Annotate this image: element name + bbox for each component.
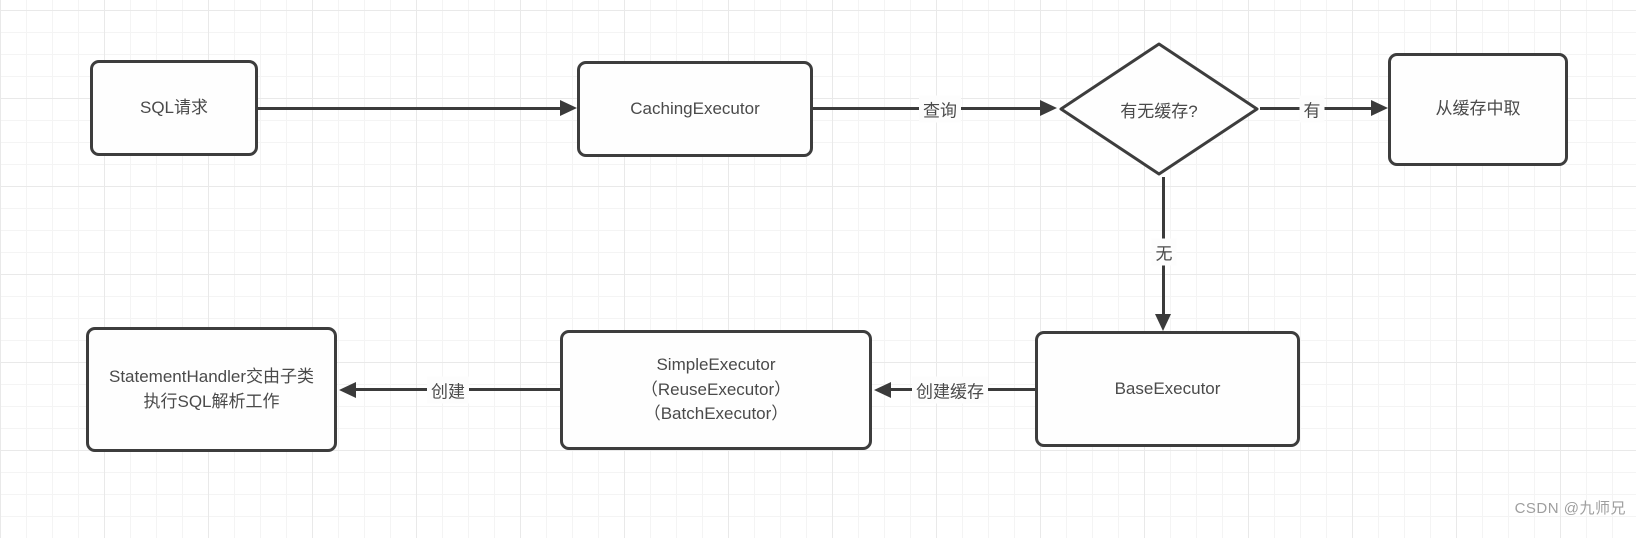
- arrowhead-left-icon: [339, 382, 356, 398]
- edge-sqlrequest-to-cachingexecutor: [258, 107, 561, 110]
- node-sql-request: SQL请求: [90, 60, 258, 156]
- decision-diamond: [1059, 42, 1259, 176]
- edge-label-create: 创建: [427, 376, 469, 404]
- arrowhead-left-icon: [874, 382, 891, 398]
- node-simple-executor: SimpleExecutor （ReuseExecutor） （BatchExe…: [560, 330, 872, 450]
- simple-executor-line1: SimpleExecutor: [656, 355, 776, 375]
- node-statement-handler: StatementHandler交由子类执行SQL解析工作: [86, 327, 337, 452]
- arrowhead-right-icon: [560, 100, 577, 116]
- edge-label-query: 查询: [919, 95, 961, 123]
- arrowhead-right-icon: [1371, 100, 1388, 116]
- node-base-executor: BaseExecutor: [1035, 331, 1300, 447]
- simple-executor-line3: （BatchExecutor）: [643, 404, 789, 424]
- simple-executor-line2: （ReuseExecutor）: [640, 379, 792, 399]
- edge-label-yes: 有: [1299, 95, 1325, 123]
- node-from-cache: 从缓存中取: [1388, 53, 1568, 166]
- arrowhead-right-icon: [1040, 100, 1057, 116]
- decision-diamond-label: 有无缓存?: [1120, 101, 1198, 121]
- arrowhead-down-icon: [1155, 314, 1171, 331]
- edge-label-create-cache: 创建缓存: [912, 376, 988, 404]
- edge-label-no: 无: [1151, 238, 1177, 266]
- node-caching-executor: CachingExecutor: [577, 61, 813, 157]
- csdn-watermark: CSDN @九师兄: [1514, 500, 1626, 517]
